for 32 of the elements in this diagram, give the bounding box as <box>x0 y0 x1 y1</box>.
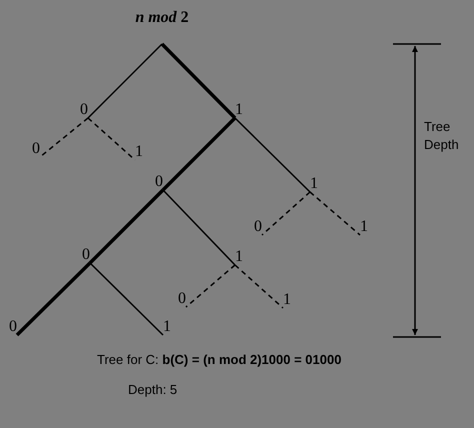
tree-branch <box>40 117 88 158</box>
branch-label: 0 <box>177 291 186 307</box>
branch-label: 0 <box>81 247 90 263</box>
tree-branch <box>234 264 284 309</box>
depth-text: Depth: 5 <box>128 382 178 397</box>
branch-label: 1 <box>235 102 244 118</box>
tree-branch <box>162 189 236 266</box>
branch-label: 1 <box>235 249 244 265</box>
caption-text: Tree for C: b(C) = (n mod 2)1000 = 01000 <box>97 352 342 367</box>
tree-branch <box>88 117 136 161</box>
branch-label: 0 <box>154 174 163 190</box>
tree-branch <box>89 262 164 336</box>
tree-branch <box>186 264 236 308</box>
root-label: n mod 2 <box>122 10 202 44</box>
branch-label: 1 <box>163 319 172 335</box>
tree-branch <box>234 117 311 193</box>
branch-label: 0 <box>31 141 40 157</box>
tree-branch <box>310 191 360 236</box>
tree-branch <box>88 188 164 264</box>
branch-label: 1 <box>360 219 369 235</box>
tree-branch <box>162 116 236 192</box>
branch-label: 0 <box>79 102 88 118</box>
tree-branch <box>160 42 236 120</box>
dimension-label: Tree Depth <box>424 118 460 154</box>
branch-label: 1 <box>135 144 144 160</box>
tree-branch <box>87 43 163 119</box>
branch-label: 1 <box>310 176 319 192</box>
branch-label: 1 <box>283 292 292 308</box>
tree-branch <box>262 191 310 236</box>
branch-label: 0 <box>253 219 262 235</box>
tree-branch <box>16 262 92 336</box>
branch-label: 0 <box>8 319 17 335</box>
